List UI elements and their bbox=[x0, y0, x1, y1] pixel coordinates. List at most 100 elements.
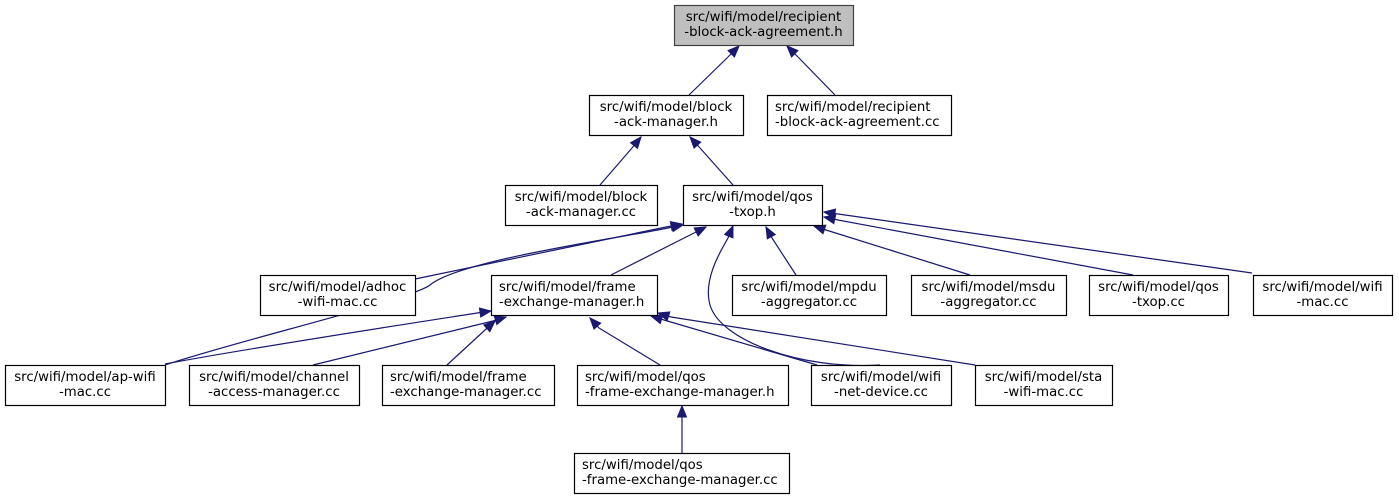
root-node-box[interactable] bbox=[673, 4, 855, 47]
node-label-line: src/wifi/model/msdu bbox=[922, 280, 1056, 295]
node-qfem-h[interactable]: src/wifi/model/qos-frame-exchange-manage… bbox=[576, 364, 790, 407]
node-label-line: -exchange-manager.h bbox=[499, 295, 644, 310]
edge-qostxop_cc-to-qostxop_h bbox=[822, 214, 1134, 276]
node-label-line: -frame-exchange-manager.cc bbox=[582, 473, 778, 488]
edge-line bbox=[598, 327, 661, 366]
node-adhoc-cc[interactable]: src/wifi/model/adhoc-wifi-mac.cc bbox=[259, 274, 417, 317]
node-label-line: -txop.cc bbox=[1132, 295, 1185, 310]
node-label-line: src/wifi/model/channel bbox=[199, 370, 349, 385]
node-label-line: -aggregator.cc bbox=[940, 295, 1036, 310]
edge-line bbox=[599, 147, 633, 186]
node-box[interactable] bbox=[1252, 274, 1394, 317]
node-box[interactable] bbox=[504, 184, 659, 227]
arrowhead-icon bbox=[629, 135, 642, 150]
node-label-line: src/wifi/model/adhoc bbox=[269, 280, 407, 295]
node-label-line: src/wifi/model/qos bbox=[692, 190, 813, 205]
node-label-line: src/wifi/model/block bbox=[515, 190, 648, 205]
node-label-line: -wifi-mac.cc bbox=[298, 295, 378, 310]
edge-qfem_h-to-fem_h bbox=[589, 317, 661, 366]
edge-line bbox=[688, 56, 729, 96]
node-bam-h[interactable]: src/wifi/model/block-ack-manager.h bbox=[588, 94, 745, 137]
node-label-line: -exchange-manager.cc bbox=[390, 385, 542, 400]
node-box[interactable] bbox=[490, 274, 659, 317]
node-label-line: -ack-manager.cc bbox=[526, 205, 636, 220]
edge-fem_h-to-qostxop_h bbox=[610, 226, 708, 276]
node-label-line: -aggregator.cc bbox=[761, 295, 857, 310]
node-netdev-cc[interactable]: src/wifi/model/wifi-net-device.cc bbox=[810, 364, 953, 407]
node-box[interactable] bbox=[1088, 274, 1230, 317]
node-qfem-cc[interactable]: src/wifi/model/qos-frame-exchange-manage… bbox=[573, 452, 791, 495]
node-box[interactable] bbox=[259, 274, 417, 317]
edge-line bbox=[164, 227, 669, 366]
node-root[interactable]: src/wifi/model/recipient-block-ack-agree… bbox=[673, 4, 855, 47]
node-label-line: src/wifi/model/sta bbox=[985, 370, 1103, 385]
node-box[interactable] bbox=[682, 184, 824, 227]
node-label-line: -wifi-mac.cc bbox=[1004, 385, 1084, 400]
edge-line bbox=[312, 320, 494, 366]
edge-cam_cc-to-fem_h bbox=[312, 315, 508, 366]
node-qostxop-cc[interactable]: src/wifi/model/qos-txop.cc bbox=[1088, 274, 1230, 317]
edge-line bbox=[663, 319, 818, 366]
arrowhead-icon bbox=[670, 222, 685, 233]
node-box[interactable] bbox=[576, 364, 790, 407]
node-label-line: -block-ack-agreement.h bbox=[684, 25, 842, 40]
node-wifimac-cc[interactable]: src/wifi/model/wifi-mac.cc bbox=[1252, 274, 1394, 317]
node-apwifi-cc[interactable]: src/wifi/model/ap-wifi-mac.cc bbox=[4, 364, 167, 407]
edge-qfem_cc-to-qfem_h bbox=[676, 404, 688, 453]
node-box[interactable] bbox=[588, 94, 745, 137]
node-box[interactable] bbox=[974, 364, 1114, 407]
arrowhead-icon bbox=[693, 226, 708, 237]
node-label-line: src/wifi/model/qos bbox=[582, 458, 703, 473]
arrowhead-icon bbox=[676, 404, 688, 418]
arrowhead-icon bbox=[656, 311, 671, 322]
node-box[interactable] bbox=[731, 274, 888, 317]
node-box[interactable] bbox=[381, 364, 556, 407]
node-sta-cc[interactable]: src/wifi/model/sta-wifi-mac.cc bbox=[974, 364, 1114, 407]
edge-line bbox=[825, 229, 971, 276]
node-fem-cc[interactable]: src/wifi/model/frame-exchange-manager.cc bbox=[381, 364, 556, 407]
node-box[interactable] bbox=[810, 364, 953, 407]
edge-line bbox=[699, 147, 734, 186]
node-box[interactable] bbox=[4, 364, 167, 407]
edge-apwifi_cc-to-qostxop_h bbox=[164, 222, 685, 366]
arrowhead-icon bbox=[812, 224, 827, 235]
edge-msdu_cc-to-qostxop_h bbox=[812, 224, 971, 276]
node-label-line: src/wifi/model/block bbox=[600, 100, 733, 115]
arrowhead-icon bbox=[478, 307, 493, 318]
arrowhead-icon bbox=[727, 45, 740, 58]
arrowhead-icon bbox=[765, 225, 777, 240]
node-box[interactable] bbox=[188, 364, 361, 407]
edge-netdev_cc-to-fem_h bbox=[649, 314, 818, 366]
node-qostxop-h[interactable]: src/wifi/model/qos-txop.h bbox=[682, 184, 824, 227]
edge-line bbox=[670, 316, 976, 366]
edge-bam_h-to-root bbox=[688, 45, 740, 96]
node-bam-cc[interactable]: src/wifi/model/block-ack-manager.cc bbox=[504, 184, 659, 227]
arrowhead-icon bbox=[689, 136, 702, 150]
edge-fem_cc-to-fem_h bbox=[446, 320, 496, 366]
node-label-line: src/wifi/model/recipient bbox=[686, 10, 842, 25]
edge-apwifi_cc-to-fem_h bbox=[164, 307, 493, 365]
node-label-line: src/wifi/model/wifi bbox=[1262, 280, 1382, 295]
node-label-line: -txop.h bbox=[729, 205, 776, 220]
node-box[interactable] bbox=[573, 452, 791, 495]
edge-line bbox=[837, 219, 1134, 276]
node-label-line: src/wifi/model/wifi bbox=[821, 370, 941, 385]
node-cam-cc[interactable]: src/wifi/model/channel-access-manager.cc bbox=[188, 364, 361, 407]
edge-line bbox=[164, 312, 478, 365]
node-fem-h[interactable]: src/wifi/model/frame-exchange-manager.h bbox=[490, 274, 659, 317]
node-label-line: src/wifi/model/ap-wifi bbox=[14, 370, 156, 385]
node-mpdu-cc[interactable]: src/wifi/model/mpdu-aggregator.cc bbox=[731, 274, 888, 317]
edge-qostxop_h-to-bam_h bbox=[689, 136, 734, 186]
node-label-line: -ack-manager.h bbox=[614, 115, 718, 130]
edges-layer bbox=[164, 45, 1253, 453]
node-box[interactable] bbox=[766, 94, 953, 137]
edge-wifimac_cc-to-qostxop_h bbox=[822, 208, 1253, 274]
edge-rbaa_cc-to-root bbox=[786, 45, 836, 96]
node-label-line: src/wifi/model/recipient bbox=[775, 100, 931, 115]
edge-line bbox=[610, 232, 695, 276]
arrowhead-icon bbox=[589, 317, 602, 331]
node-msdu-cc[interactable]: src/wifi/model/msdu-aggregator.cc bbox=[910, 274, 1068, 317]
node-box[interactable] bbox=[910, 274, 1068, 317]
node-rbaa-cc[interactable]: src/wifi/model/recipient-block-ack-agree… bbox=[766, 94, 953, 137]
